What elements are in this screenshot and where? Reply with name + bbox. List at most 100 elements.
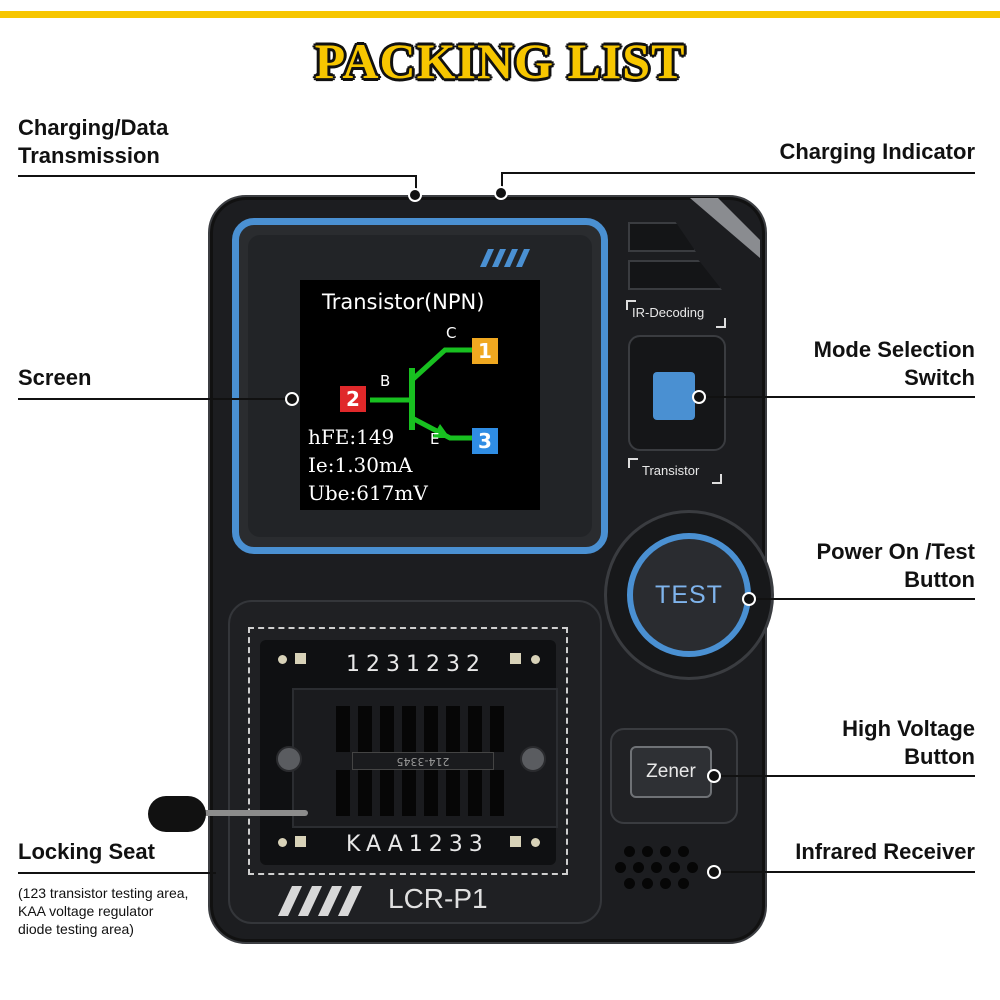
leader-line bbox=[716, 871, 975, 873]
mode-switch-knob[interactable] bbox=[653, 372, 695, 420]
lcd-ie-readout: Ie:1.30mA bbox=[308, 453, 413, 477]
zif-slot bbox=[380, 770, 394, 816]
leader-line bbox=[501, 172, 503, 190]
leader-line bbox=[752, 598, 975, 600]
speaker-hole bbox=[624, 878, 635, 889]
zif-slot bbox=[424, 770, 438, 816]
bracket-mark bbox=[626, 300, 636, 310]
lcd-pin2-badge: 2 bbox=[340, 386, 366, 412]
callout-high-voltage-line2: Button bbox=[904, 744, 975, 769]
leader-dot bbox=[707, 769, 721, 783]
leader-dot bbox=[408, 188, 422, 202]
lcd-display: Transistor(NPN) C B E 1 2 3 hFE:149 Ie:1… bbox=[300, 280, 540, 510]
callout-high-voltage-line1: High Voltage bbox=[842, 716, 975, 741]
leader-dot bbox=[692, 390, 706, 404]
socket-pad bbox=[531, 838, 540, 847]
callout-locking-seat-note-line3: diode testing area) bbox=[18, 921, 134, 937]
lcd-heading: Transistor(NPN) bbox=[322, 290, 485, 314]
socket-pad bbox=[510, 653, 521, 664]
leader-dot bbox=[285, 392, 299, 406]
brand-stripes-icon bbox=[278, 886, 362, 916]
callout-screen: Screen bbox=[18, 365, 92, 390]
zif-slot bbox=[358, 770, 372, 816]
socket-pad bbox=[510, 836, 521, 847]
speaker-hole bbox=[642, 878, 653, 889]
zif-slot bbox=[490, 770, 504, 816]
zif-slot bbox=[402, 706, 416, 752]
callout-mode-selection-line1: Mode Selection bbox=[813, 337, 975, 362]
speaker-hole bbox=[651, 862, 662, 873]
speaker-hole bbox=[660, 878, 671, 889]
zener-button[interactable]: Zener bbox=[630, 746, 712, 798]
bracket-mark bbox=[628, 458, 638, 468]
lcd-pin1-badge: 1 bbox=[472, 338, 498, 364]
zif-slot bbox=[358, 706, 372, 752]
zif-slot bbox=[468, 770, 482, 816]
callout-infrared-receiver: Infrared Receiver bbox=[795, 839, 975, 864]
callout-charging-data-line1: Charging/Data bbox=[18, 115, 169, 140]
leader-line bbox=[502, 172, 975, 174]
leader-dot bbox=[742, 592, 756, 606]
screw-icon bbox=[520, 746, 546, 772]
socket-bottom-pin-numbers: KAA1233 bbox=[346, 832, 489, 857]
transistor-symbol-icon bbox=[370, 347, 485, 441]
speaker-hole bbox=[624, 846, 635, 857]
socket-pad bbox=[278, 838, 287, 847]
switch-bottom-label: Transistor bbox=[642, 463, 700, 478]
lcd-pin-c-label: C bbox=[446, 324, 457, 342]
page-title: PACKING LIST bbox=[314, 33, 686, 89]
socket-pad bbox=[295, 653, 306, 664]
speaker-hole bbox=[615, 862, 626, 873]
locking-seat-outline bbox=[248, 627, 568, 875]
speaker-hole bbox=[642, 846, 653, 857]
speaker-hole bbox=[678, 846, 689, 857]
zif-slot bbox=[446, 770, 460, 816]
zif-slot bbox=[402, 770, 416, 816]
zif-slot bbox=[424, 706, 438, 752]
zif-slot bbox=[490, 706, 504, 752]
switch-top-label: IR-Decoding bbox=[632, 305, 705, 320]
speaker-hole bbox=[633, 862, 644, 873]
zif-slot bbox=[468, 706, 482, 752]
zif-slot bbox=[380, 706, 394, 752]
leader-dot bbox=[707, 865, 721, 879]
zif-slot bbox=[336, 770, 350, 816]
test-button-label: TEST bbox=[655, 580, 723, 609]
screw-icon bbox=[276, 746, 302, 772]
leader-line bbox=[18, 398, 290, 400]
lcd-pin3-badge: 3 bbox=[472, 428, 498, 454]
top-band-white-strip bbox=[0, 0, 1000, 11]
callout-charging-indicator: Charging Indicator bbox=[779, 139, 975, 164]
callout-locking-seat: Locking Seat bbox=[18, 839, 155, 864]
lcd-pin-b-label: B bbox=[380, 372, 391, 390]
zif-part-number: 214-3345 bbox=[352, 752, 494, 770]
leader-line bbox=[18, 175, 416, 177]
brand-stripes-icon bbox=[480, 249, 530, 267]
brand-model: LCR-P1 bbox=[388, 883, 488, 914]
callout-mode-selection-line2: Switch bbox=[904, 365, 975, 390]
locking-lever-knob[interactable] bbox=[148, 796, 206, 832]
locking-lever-rod[interactable] bbox=[200, 810, 308, 816]
callout-locking-seat-note-line1: (123 transistor testing area, bbox=[18, 885, 189, 901]
leader-line bbox=[18, 872, 216, 874]
vent-slot bbox=[628, 222, 696, 252]
callout-power-test-line2: Button bbox=[904, 567, 975, 592]
lcd-hfe-readout: hFE:149 bbox=[308, 425, 395, 449]
socket-pad bbox=[295, 836, 306, 847]
lcd-pin-e-label: E bbox=[430, 430, 440, 448]
callout-power-test-line1: Power On /Test bbox=[816, 539, 975, 564]
zif-slot bbox=[336, 706, 350, 752]
speaker-hole bbox=[687, 862, 698, 873]
bracket-mark bbox=[716, 318, 726, 328]
leader-line bbox=[716, 775, 975, 777]
lcd-ube-readout: Ube:617mV bbox=[308, 481, 428, 505]
speaker-hole bbox=[678, 878, 689, 889]
callout-locking-seat-note-line2: KAA voltage regulator bbox=[18, 903, 154, 919]
socket-pad bbox=[278, 655, 287, 664]
socket-top-pin-numbers: 1231232 bbox=[346, 652, 486, 677]
leader-dot bbox=[494, 186, 508, 200]
socket-pad bbox=[531, 655, 540, 664]
zener-button-label: Zener bbox=[646, 761, 696, 782]
speaker-hole bbox=[660, 846, 671, 857]
zif-slot bbox=[446, 706, 460, 752]
